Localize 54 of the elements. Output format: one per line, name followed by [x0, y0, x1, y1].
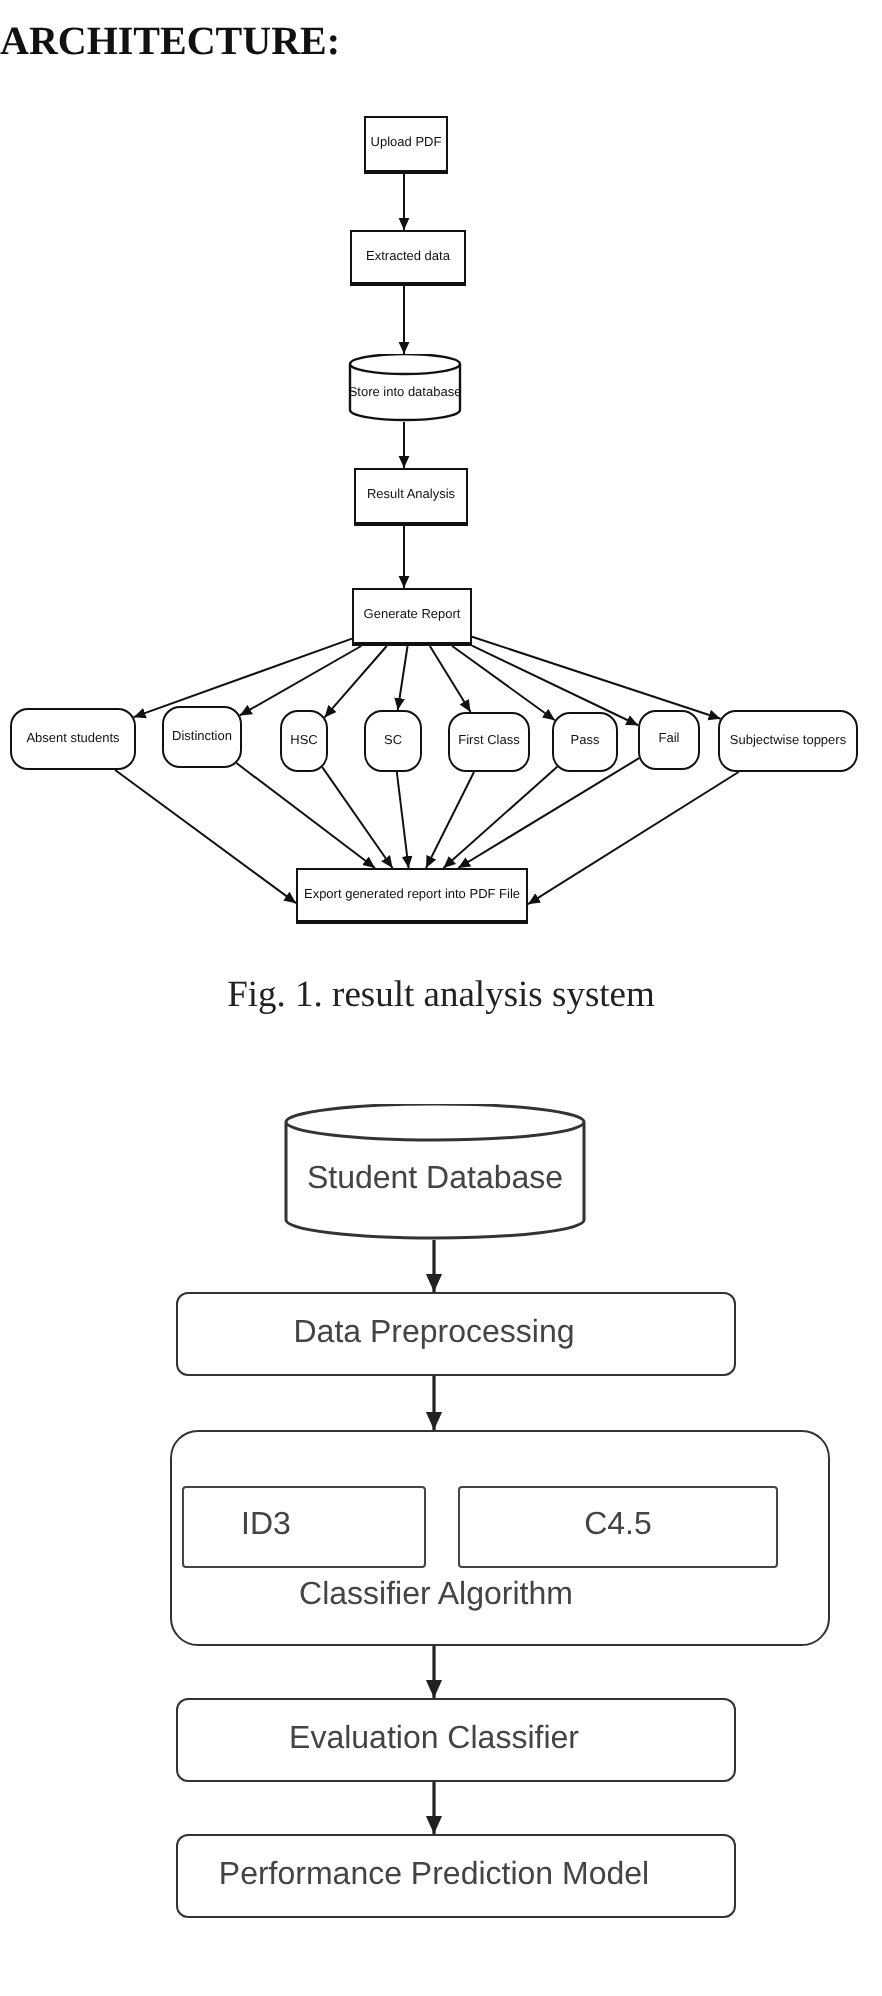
process-box: [354, 468, 468, 526]
node-label: C4.5: [584, 1508, 652, 1546]
arrow: [425, 1376, 443, 1430]
arrow: [425, 1646, 443, 1698]
arrow: [442, 765, 559, 869]
arrow: [398, 421, 410, 469]
process-box: [176, 1834, 736, 1918]
rounded-box: [552, 712, 618, 772]
node-label: Data Preprocessing: [293, 1315, 575, 1353]
process-box: [350, 230, 466, 286]
arrow: [398, 525, 410, 589]
node-label: Classifier Algorithm: [297, 1578, 575, 1615]
rounded-box: [162, 706, 242, 768]
rounded-box: [10, 708, 136, 770]
arrow: [428, 645, 472, 713]
process-box: [176, 1698, 736, 1782]
arrow: [321, 766, 394, 869]
group-container: [170, 1430, 830, 1646]
arrow: [323, 645, 388, 719]
figure-caption: Fig. 1. result analysis system: [227, 974, 655, 1019]
node-label: Evaluation Classifier: [289, 1721, 579, 1759]
rounded-box: [638, 710, 700, 770]
arrow: [457, 757, 641, 869]
rounded-box: [718, 710, 858, 772]
algorithm-box: [458, 1486, 778, 1568]
arrow: [425, 1782, 443, 1834]
arrow: [471, 635, 722, 721]
arrow: [527, 771, 740, 906]
arrow: [425, 771, 475, 869]
algorithm-box: [182, 1486, 426, 1568]
process-box: [352, 588, 472, 646]
arrow: [471, 644, 640, 727]
arrow: [425, 1240, 443, 1292]
arrow: [398, 173, 410, 231]
process-box: [176, 1292, 736, 1376]
arrow: [394, 645, 409, 711]
arrow: [451, 645, 556, 722]
node-label: ID3: [241, 1508, 291, 1546]
rounded-box: [448, 712, 530, 772]
node-label: Student Database: [306, 1162, 564, 1200]
database-cylinder: [284, 1104, 586, 1240]
rounded-box: [364, 710, 422, 772]
arrow: [132, 637, 353, 719]
arrow: [398, 285, 410, 355]
arrow: [238, 645, 363, 717]
arrow: [114, 769, 297, 905]
rounded-box: [280, 710, 328, 772]
heading: ARCHITECTURE:: [0, 18, 341, 66]
arrow: [395, 771, 413, 869]
node-label: Performance Prediction Model: [218, 1857, 650, 1895]
arrow: [235, 762, 376, 869]
process-box: [296, 868, 528, 924]
process-box: [364, 116, 448, 174]
database-cylinder: [348, 354, 462, 422]
